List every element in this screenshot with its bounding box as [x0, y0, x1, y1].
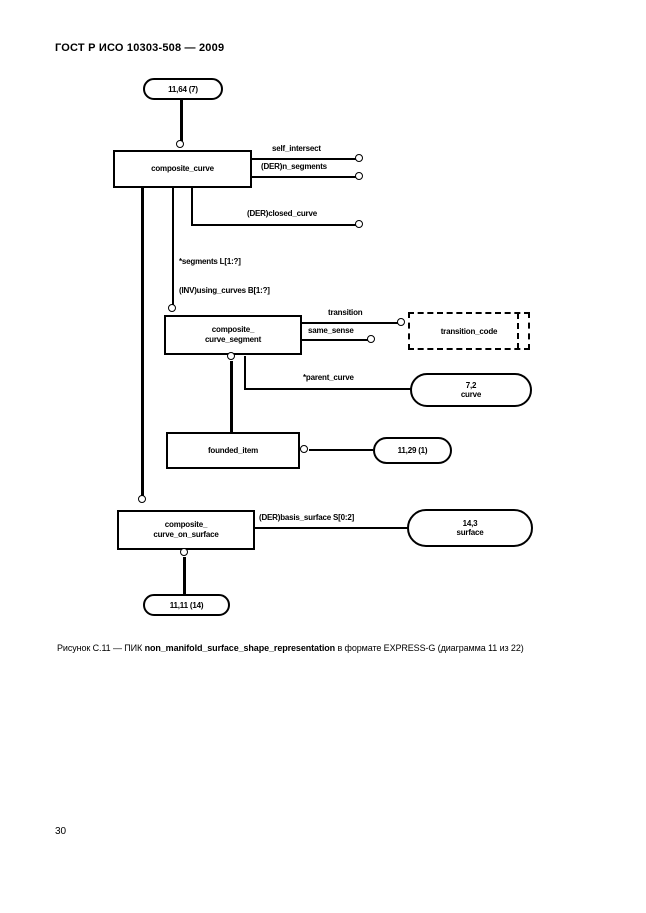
attribute-line-basis-surface	[255, 527, 408, 529]
caption-prefix: Рисунок С.11 — ПИК	[57, 643, 145, 653]
supertype-line-curve-on-surface	[141, 188, 144, 496]
attribute-line-closed-curve-h	[191, 224, 356, 226]
page-ref-label: 11,64 (7)	[168, 84, 198, 94]
entity-box-composite-curve-segment: composite_ curve_segment	[164, 315, 302, 355]
document-header: ГОСТ Р ИСО 10303-508 — 2009	[55, 42, 225, 54]
relation-circle	[355, 172, 363, 180]
enumeration-bar	[517, 313, 519, 349]
caption-suffix: в формате EXPRESS-G (диаграмма 11 из 22)	[335, 643, 524, 653]
relation-circle	[138, 495, 146, 503]
page-ref-label-line1: 14,3	[462, 519, 478, 528]
supertype-line-founded-item	[230, 361, 233, 432]
reference-line-founded-item	[309, 449, 373, 451]
relation-circle	[355, 154, 363, 162]
attr-label-n-segments: (DER)n_segments	[261, 162, 327, 171]
attr-label-same-sense: same_sense	[308, 326, 354, 335]
attribute-line-same-sense	[302, 339, 370, 341]
attribute-line-n-segments	[252, 176, 356, 178]
relation-circle	[227, 352, 235, 360]
relation-circle	[180, 548, 188, 556]
attribute-line-transition	[302, 322, 402, 324]
attribute-line-self-intersect	[252, 158, 356, 160]
supertype-line-bottomref	[183, 557, 186, 594]
attr-label-using-curves: (INV)using_curves B[1:?]	[179, 286, 270, 295]
page-ref-oval-top: 11,64 (7)	[143, 78, 223, 100]
attr-label-basis-surface: (DER)basis_surface S[0:2]	[259, 513, 355, 522]
attr-label-segments: *segments L[1:?]	[179, 257, 241, 266]
entity-label: founded_item	[207, 445, 259, 455]
caption-entity-name: non_manifold_surface_shape_representatio…	[144, 643, 336, 653]
relation-circle	[397, 318, 405, 326]
attr-label-transition: transition	[328, 308, 363, 317]
entity-label-line1: composite_	[211, 325, 255, 334]
entity-label: composite_curve	[151, 164, 214, 173]
page-ref-label-line1: 7,2	[465, 381, 477, 390]
relation-circle	[300, 445, 308, 453]
type-label: transition_code	[440, 326, 498, 336]
page-ref-label: 11,29 (1)	[397, 446, 428, 455]
entity-box-composite-curve: composite_curve	[113, 150, 252, 188]
entity-label-line2: curve_on_surface	[153, 530, 219, 539]
page-ref-label-line2: surface	[456, 528, 484, 537]
page-ref-label: 11,11 (14)	[169, 600, 204, 610]
attribute-line-closed-curve-v	[191, 188, 193, 225]
page-number: 30	[55, 826, 67, 837]
page-ref-oval-surface: 14,3 surface	[407, 509, 533, 547]
entity-box-founded-item: founded_item	[166, 432, 300, 469]
figure-caption: Рисунок С.11 — ПИК non_manifold_surface_…	[57, 643, 602, 653]
attribute-line-parent-curve-h	[244, 388, 411, 390]
page-ref-oval-bottom: 11,11 (14)	[143, 594, 230, 616]
page-ref-oval-curve: 7,2 curve	[410, 373, 532, 407]
attr-label-parent-curve: *parent_curve	[303, 373, 354, 382]
page-ref-label-line2: curve	[460, 390, 482, 399]
page-ref-oval-founded-item: 11,29 (1)	[373, 437, 452, 464]
entity-label-line2: curve_segment	[204, 335, 262, 344]
relation-circle	[168, 304, 176, 312]
supertype-line-topref	[180, 100, 183, 141]
attribute-line-segments	[172, 188, 174, 306]
attr-label-self-intersect: self_intersect	[272, 144, 321, 153]
entity-box-composite-curve-on-surface: composite_ curve_on_surface	[117, 510, 255, 550]
entity-label-line1: composite_	[164, 520, 208, 529]
relation-circle	[355, 220, 363, 228]
type-box-transition-code: transition_code	[408, 312, 530, 350]
relation-circle	[367, 335, 375, 343]
relation-circle	[176, 140, 184, 148]
attribute-line-parent-curve-v	[244, 356, 246, 389]
attr-label-closed-curve: (DER)closed_curve	[247, 209, 317, 218]
